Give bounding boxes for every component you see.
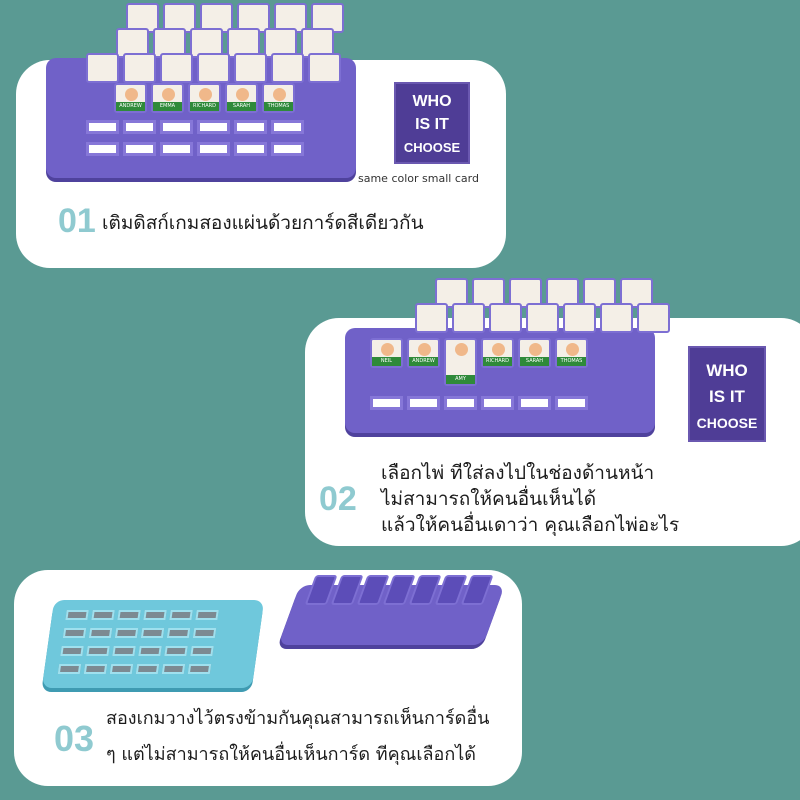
step-text-line-2: ๆ แต่ไม่สามารถให้คนอื่นเห็นการ์ด ทีคุณเล… <box>106 744 476 765</box>
character-card: RICHARD <box>481 338 514 368</box>
step-text-line-3: แล้วให้คนอื่นเดาว่า คุณเลือกไพ่อะไร <box>381 514 680 536</box>
step-number: 01 <box>58 202 96 240</box>
blue-game-board <box>41 600 265 688</box>
caption: same color small card <box>358 172 479 185</box>
character-card: EMMA <box>151 83 184 113</box>
character-card: SARAH <box>225 83 258 113</box>
character-card: THOMAS <box>555 338 588 368</box>
character-card: ANDREW <box>407 338 440 368</box>
step-2-panel: NEIL ANDREW AMY RICHARD SARAH THOMAS WHO… <box>305 278 800 546</box>
step-text-line-1: สองเกมวางไว้ตรงข้ามกันคุณสามารถเห็นการ์ด… <box>106 708 490 729</box>
character-card: SARAH <box>518 338 551 368</box>
purple-game-board: ANDREW EMMA RICHARD SARAH THOMAS <box>46 3 356 178</box>
character-card: NEIL <box>370 338 403 368</box>
step-number: 02 <box>319 480 357 518</box>
character-card: THOMAS <box>262 83 295 113</box>
character-card: ANDREW <box>114 83 147 113</box>
purple-game-board: NEIL ANDREW AMY RICHARD SARAH THOMAS <box>345 278 670 433</box>
character-card: RICHARD <box>188 83 221 113</box>
step-number: 03 <box>54 718 95 759</box>
chosen-character-card: AMY <box>444 338 477 386</box>
step-text: เติมดิสก์เกมสองแผ่นด้วยการ์ดสีเดียวกัน <box>102 212 424 234</box>
step-3-panel: 03 สองเกมวางไว้ตรงข้ามกันคุณสามารถเห็นกา… <box>14 570 522 786</box>
step-text-line-1: เลือกไพ่ ทีใส่ลงไปในช่องด้านหน้า <box>381 462 655 484</box>
step-text-line-2: ไม่สามารถให้คนอื่นเห็นได้ <box>381 488 597 510</box>
purple-game-board-back <box>278 575 505 645</box>
